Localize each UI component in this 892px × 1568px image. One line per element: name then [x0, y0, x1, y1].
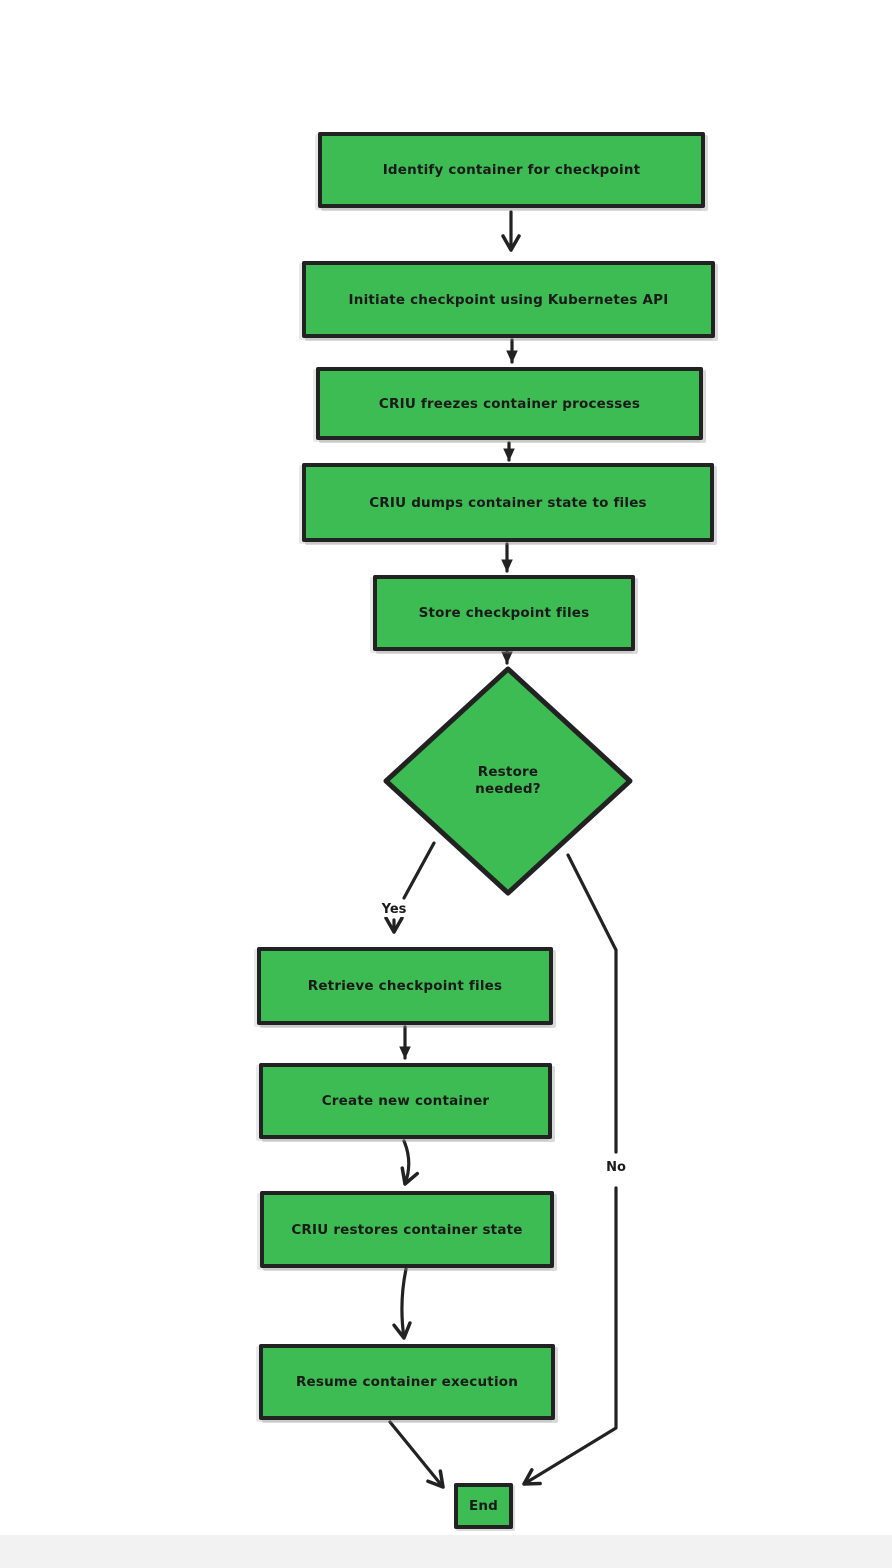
node-initiate-checkpoint: Initiate checkpoint using Kubernetes API [302, 261, 715, 338]
node-criu-freezes-processes: CRIU freezes container processes [316, 367, 703, 440]
node-label: Restore needed? [475, 764, 541, 797]
node-store-checkpoint-files: Store checkpoint files [373, 575, 635, 651]
node-end: End [454, 1483, 513, 1529]
node-criu-dumps-state: CRIU dumps container state to files [302, 463, 714, 542]
node-label: CRIU restores container state [291, 1221, 523, 1238]
node-resume-container-execution: Resume container execution [259, 1344, 555, 1420]
bottom-edge-band [0, 1535, 892, 1568]
node-label: Store checkpoint files [418, 605, 590, 621]
edge-decision-yes-segment [402, 841, 436, 900]
node-label: Retrieve checkpoint files [307, 978, 503, 994]
edge-label-yes: Yes [374, 902, 414, 917]
edge-restore-resume [392, 1267, 412, 1340]
node-label: Initiate checkpoint using Kubernetes API [348, 291, 669, 308]
node-retrieve-checkpoint-files: Retrieve checkpoint files [257, 947, 553, 1025]
node-criu-restores-state: CRIU restores container state [260, 1191, 554, 1268]
node-label: End [468, 1498, 499, 1514]
edge-label-no: No [597, 1160, 635, 1175]
node-label: CRIU freezes container processes [378, 395, 641, 412]
node-identify-container-for-checkpoint: Identify container for checkpoint [318, 132, 705, 208]
node-label: Identify container for checkpoint [382, 162, 641, 178]
node-create-new-container: Create new container [259, 1063, 552, 1139]
edge-create-restore [400, 1139, 420, 1186]
node-label: Resume container execution [295, 1374, 519, 1390]
node-label: Create new container [321, 1093, 490, 1109]
decision-restore-needed-label: Restore needed? [468, 752, 548, 810]
edge-resume-end [388, 1420, 445, 1489]
node-label: CRIU dumps container state to files [369, 494, 647, 511]
